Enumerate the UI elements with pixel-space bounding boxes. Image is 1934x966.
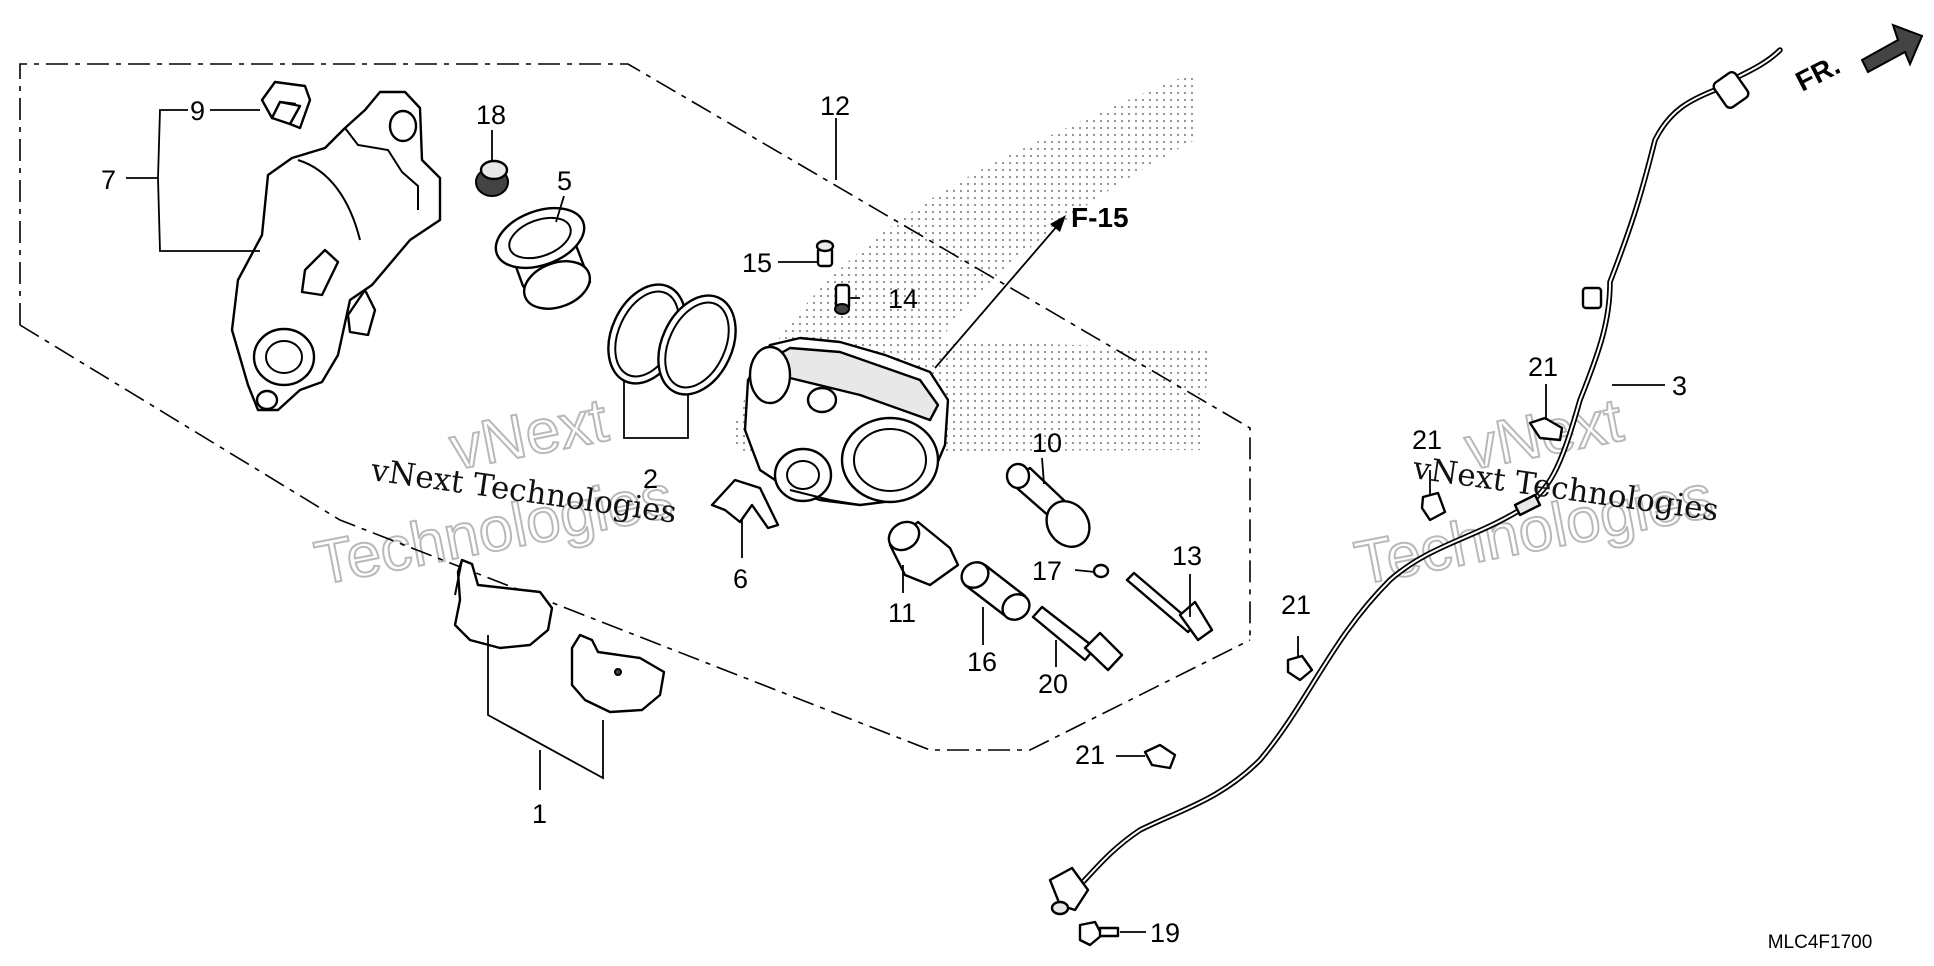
callout-11: 11	[888, 598, 916, 628]
callout-2: 2	[643, 464, 658, 494]
reference-label: F-15	[1071, 202, 1129, 233]
reference-arrow: F-15	[934, 202, 1129, 369]
callout-10: 10	[1032, 428, 1062, 458]
assembly-boundary	[19, 63, 1251, 751]
callout-21-d: 21	[1075, 740, 1105, 770]
caliper-body-part	[743, 336, 950, 507]
callouts: 1 2 3 5 6 7 9 10 11 12 13 14 15 16 17 18…	[101, 91, 1687, 948]
pin-bolt-part	[1125, 571, 1214, 642]
diagram-code: MLC4F1700	[1768, 932, 1873, 953]
pad-retainer-clip-part	[260, 80, 312, 130]
pin-boot-part	[887, 520, 960, 587]
callout-6: 6	[733, 564, 748, 594]
callout-16: 16	[967, 647, 997, 677]
callout-17: 17	[1032, 556, 1062, 586]
sleeve-part	[960, 561, 1031, 621]
callout-21-a: 21	[1528, 352, 1558, 382]
callout-13: 13	[1172, 541, 1202, 571]
wheel-speed-sensor-wire-part	[1048, 47, 1783, 916]
o-ring-part	[1092, 563, 1110, 579]
slide-pin-part	[1005, 462, 1091, 548]
wire-clamps-part	[1143, 416, 1564, 770]
brake-pads-part	[453, 558, 666, 714]
pad-spring-part	[710, 478, 780, 530]
caliper-bracket-part	[230, 90, 442, 412]
callout-21-b: 21	[1412, 425, 1442, 455]
front-direction-indicator: FR.	[1791, 23, 1924, 97]
bleeder-cap-part	[475, 159, 509, 197]
caliper-piston-part	[494, 206, 592, 310]
callout-7: 7	[101, 165, 116, 195]
callout-19: 19	[1150, 918, 1180, 948]
callout-21-c: 21	[1281, 590, 1311, 620]
sensor-bolt-part	[1078, 920, 1120, 947]
callout-1: 1	[532, 799, 547, 829]
front-direction-label: FR.	[1791, 49, 1845, 97]
callout-5: 5	[557, 166, 572, 196]
bleeder-screw-part	[834, 283, 851, 315]
piston-seal-rings-part	[607, 283, 737, 396]
callout-18: 18	[476, 100, 506, 130]
flange-bolt-part	[1031, 605, 1124, 672]
callout-15: 15	[742, 248, 772, 278]
callout-3: 3	[1672, 371, 1687, 401]
callout-20: 20	[1038, 669, 1068, 699]
bleeder-screw-cap-part	[815, 239, 835, 268]
callout-14: 14	[888, 284, 918, 314]
callout-9: 9	[190, 96, 205, 126]
callout-12: 12	[820, 91, 850, 121]
leader-lines	[126, 109, 1665, 933]
